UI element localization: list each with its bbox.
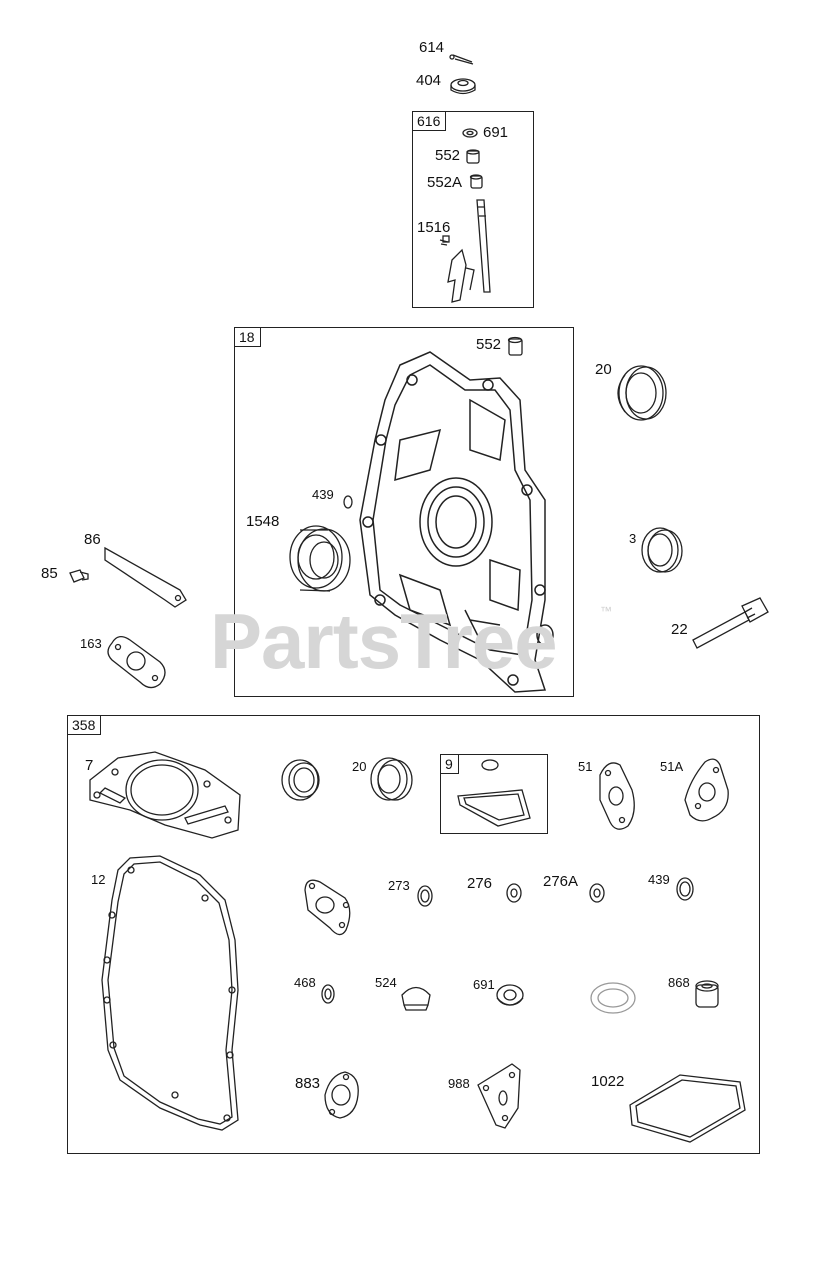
- callout-7[interactable]: 7: [85, 757, 94, 774]
- part-552-sleeve-drawing: [507, 336, 523, 356]
- callout-552[interactable]: 552: [435, 147, 461, 164]
- part-468-ring-drawing: [321, 984, 335, 1004]
- part-85-screw-drawing: [69, 569, 89, 583]
- valve-seal-ring-drawing: [281, 759, 320, 801]
- oil-pump-gasket-drawing: [304, 879, 351, 936]
- callout-85[interactable]: 85: [41, 565, 58, 582]
- callout-439-kit[interactable]: 439: [648, 872, 670, 887]
- part-439-kit-ring-drawing: [676, 877, 694, 901]
- callout-552-cover[interactable]: 552: [476, 336, 502, 353]
- light-ring-drawing: [590, 982, 636, 1014]
- part-691-kit-seal-drawing: [496, 984, 524, 1006]
- callout-276[interactable]: 276: [467, 875, 493, 892]
- callout-20-kit[interactable]: 20: [352, 759, 367, 774]
- callout-51[interactable]: 51: [578, 759, 593, 774]
- group-9-label: 9: [441, 755, 459, 774]
- callout-86[interactable]: 86: [84, 531, 101, 548]
- part-163-gasket-drawing: [107, 636, 166, 689]
- callout-22[interactable]: 22: [671, 621, 688, 638]
- part-552-bushing-drawing: [466, 149, 480, 164]
- group-18-label: 18: [235, 328, 261, 347]
- part-1022-cover-gasket-drawing: [629, 1074, 746, 1143]
- part-988-gasket-drawing: [477, 1063, 521, 1129]
- part-883-gasket-drawing: [324, 1071, 359, 1119]
- callout-20[interactable]: 20: [595, 361, 612, 378]
- part-614-pin-drawing: [449, 54, 474, 65]
- callout-524[interactable]: 524: [375, 975, 397, 990]
- part-20-kit-seal-drawing: [370, 757, 413, 801]
- part-1548-bearing-drawing: [289, 525, 351, 592]
- callout-163[interactable]: 163: [80, 636, 102, 651]
- callout-439[interactable]: 439: [312, 487, 334, 502]
- part-12-crankcase-gasket-drawing: [101, 855, 239, 1131]
- callout-12[interactable]: 12: [91, 872, 106, 887]
- part-868-valve-seal-drawing: [695, 980, 719, 1008]
- part-51A-gasket-drawing: [684, 758, 729, 822]
- parts-tree-watermark: PartsTree: [210, 597, 558, 685]
- governor-shaft-drawing: [476, 199, 491, 293]
- callout-691-kit[interactable]: 691: [473, 977, 495, 992]
- part-552A-bushing-drawing: [469, 174, 483, 189]
- group-358-box: 358: [67, 715, 760, 1154]
- part-3-oil-seal-drawing: [641, 527, 683, 573]
- callout-1022[interactable]: 1022: [591, 1073, 625, 1090]
- crankcase-cover-drawing: [359, 351, 554, 693]
- callout-1548[interactable]: 1548: [246, 513, 280, 530]
- part-273-washer-drawing: [417, 885, 433, 907]
- callout-868[interactable]: 868: [668, 975, 690, 990]
- callout-552A[interactable]: 552A: [427, 174, 463, 191]
- callout-691[interactable]: 691: [483, 124, 509, 141]
- group-18-box: 18: [234, 327, 574, 697]
- part-404-washer-drawing: [450, 78, 476, 95]
- part-276A-washer-drawing: [589, 883, 605, 903]
- part-276-washer-drawing: [506, 883, 522, 903]
- part-1516-screw-drawing: [439, 235, 450, 246]
- callout-276A[interactable]: 276A: [543, 873, 579, 890]
- callout-988[interactable]: 988: [448, 1076, 470, 1091]
- callout-51A[interactable]: 51A: [660, 759, 684, 774]
- trademark-symbol: ™: [600, 604, 612, 618]
- callout-273[interactable]: 273: [388, 878, 410, 893]
- part-691-washer-drawing: [462, 128, 478, 138]
- callout-404[interactable]: 404: [416, 72, 442, 89]
- part-20-oil-seal-drawing: [617, 365, 667, 421]
- part-51-gasket-drawing: [599, 762, 635, 830]
- group-9-box: 9: [440, 754, 548, 834]
- part-7-head-gasket-drawing: [89, 751, 241, 839]
- callout-614[interactable]: 614: [419, 39, 445, 56]
- callout-1516[interactable]: 1516: [417, 219, 451, 236]
- callout-3[interactable]: 3: [629, 531, 637, 546]
- part-86-plate-drawing: [104, 546, 187, 608]
- part-439-ring-drawing: [343, 495, 353, 509]
- part-524-plug-drawing: [401, 986, 431, 1011]
- callout-468[interactable]: 468: [294, 975, 316, 990]
- group-616-box: 616: [412, 111, 534, 308]
- group-358-label: 358: [68, 716, 102, 735]
- part-22-bolt-drawing: [692, 597, 769, 649]
- callout-883[interactable]: 883: [295, 1075, 321, 1092]
- governor-arm-drawing: [447, 248, 475, 303]
- part-9-breather-drawing: [457, 759, 531, 827]
- group-616-label: 616: [413, 112, 447, 131]
